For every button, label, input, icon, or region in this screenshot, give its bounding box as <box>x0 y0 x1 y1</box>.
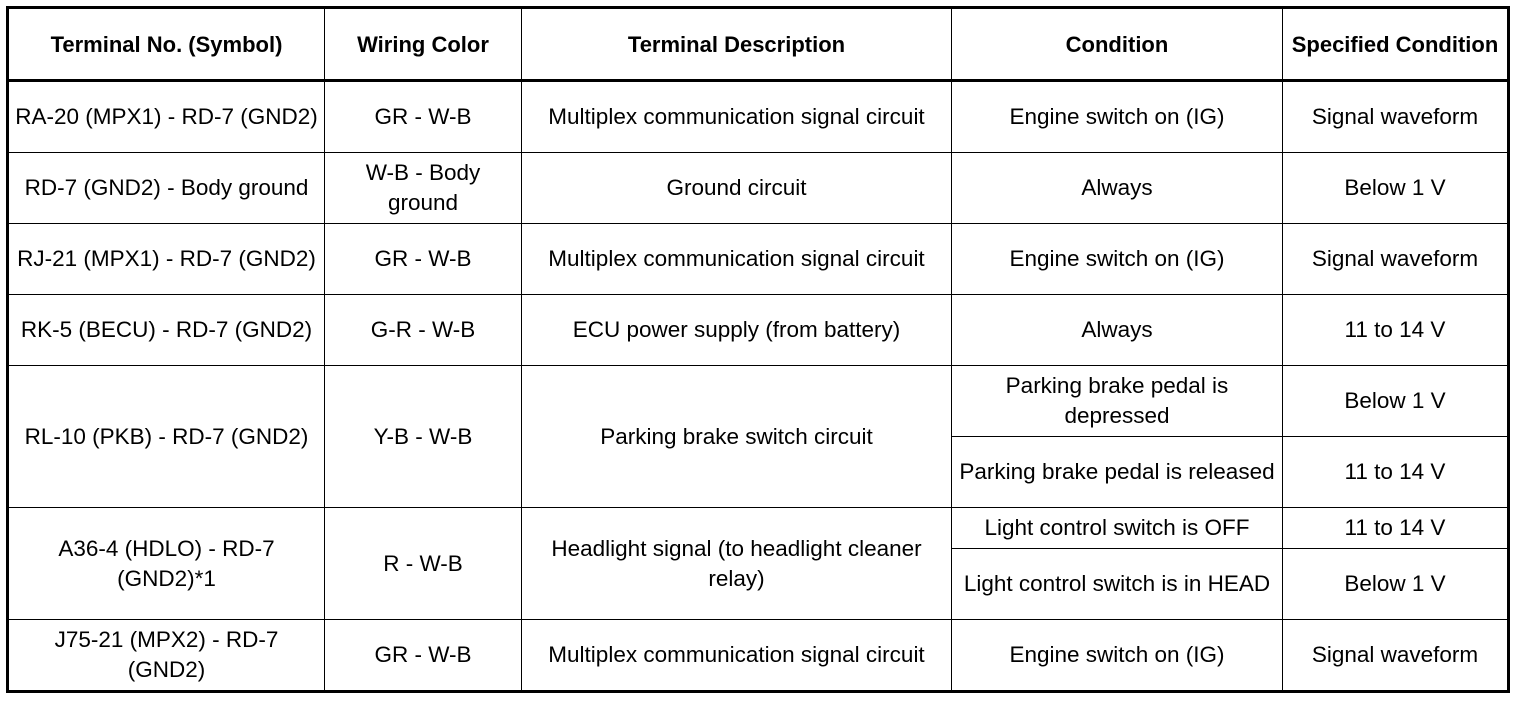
table-row: RL-10 (PKB) - RD-7 (GND2) Y-B - W-B Park… <box>7 365 1509 508</box>
terminal-spec-table-container: Terminal No. (Symbol) Wiring Color Termi… <box>6 6 1510 693</box>
cell-terminal: RA-20 (MPX1) - RD-7 (GND2) <box>7 80 325 153</box>
cell-description: ECU power supply (from battery) <box>521 294 952 366</box>
cell-condition: Always <box>951 294 1283 366</box>
cell-condition: Engine switch on (IG) <box>951 619 1283 692</box>
header-row: Terminal No. (Symbol) Wiring Color Termi… <box>7 7 1509 82</box>
cell-condition: Light control switch is OFF <box>951 507 1283 549</box>
cell-wiring-color: GR - W-B <box>324 80 522 153</box>
cell-condition: Always <box>951 152 1283 224</box>
cell-terminal: A36-4 (HDLO) - RD-7 (GND2)*1 <box>7 507 325 620</box>
cell-terminal: RJ-21 (MPX1) - RD-7 (GND2) <box>7 223 325 295</box>
cell-wiring-color: GR - W-B <box>324 223 522 295</box>
table-row: RJ-21 (MPX1) - RD-7 (GND2) GR - W-B Mult… <box>7 223 1509 295</box>
header-condition: Condition <box>951 7 1283 82</box>
cell-terminal: RK-5 (BECU) - RD-7 (GND2) <box>7 294 325 366</box>
cell-terminal: J75-21 (MPX2) - RD-7 (GND2) <box>7 619 325 692</box>
table-row: RA-20 (MPX1) - RD-7 (GND2) GR - W-B Mult… <box>7 80 1509 153</box>
cell-specified-condition: Signal waveform <box>1282 619 1509 692</box>
cell-specified-condition: Below 1 V <box>1282 548 1509 620</box>
cell-description: Headlight signal (to headlight cleaner r… <box>521 507 952 620</box>
cell-specified-condition: 11 to 14 V <box>1282 294 1509 366</box>
cell-terminal: RD-7 (GND2) - Body ground <box>7 152 325 224</box>
cell-wiring-color: G-R - W-B <box>324 294 522 366</box>
table-subrow: Parking brake pedal is released 11 to 14… <box>8 436 1509 508</box>
cell-wiring-color: W-B - Body ground <box>324 152 522 224</box>
cell-specified-condition: Signal waveform <box>1282 80 1509 153</box>
terminal-spec-table: Terminal No. (Symbol) Wiring Color Termi… <box>6 6 1510 693</box>
table-row: A36-4 (HDLO) - RD-7 (GND2)*1 R - W-B Hea… <box>7 507 1509 620</box>
cell-wiring-color: R - W-B <box>324 507 522 620</box>
header-terminal-description: Terminal Description <box>521 7 952 82</box>
cell-specified-condition: Signal waveform <box>1282 223 1509 295</box>
cell-condition: Parking brake pedal is depressed <box>951 365 1283 437</box>
table-row: RD-7 (GND2) - Body ground W-B - Body gro… <box>7 152 1509 224</box>
table-row: J75-21 (MPX2) - RD-7 (GND2) GR - W-B Mul… <box>7 619 1509 692</box>
cell-condition: Engine switch on (IG) <box>951 223 1283 295</box>
cell-condition: Engine switch on (IG) <box>951 80 1283 153</box>
header-terminal: Terminal No. (Symbol) <box>7 7 325 82</box>
cell-terminal: RL-10 (PKB) - RD-7 (GND2) <box>7 365 325 508</box>
header-specified-condition: Specified Condition <box>1282 7 1509 82</box>
cell-description: Multiplex communication signal circuit <box>521 80 952 153</box>
cell-specified-condition: 11 to 14 V <box>1282 436 1509 508</box>
cell-specified-condition: Below 1 V <box>1282 152 1509 224</box>
cell-condition: Parking brake pedal is released <box>951 436 1283 508</box>
cell-specified-condition: Below 1 V <box>1282 365 1509 437</box>
header-wiring-color: Wiring Color <box>324 7 522 82</box>
cell-specified-condition: 11 to 14 V <box>1282 507 1509 549</box>
cell-condition: Light control switch is in HEAD <box>951 548 1283 620</box>
cell-description: Multiplex communication signal circuit <box>521 619 952 692</box>
cell-description: Ground circuit <box>521 152 952 224</box>
table-row: RK-5 (BECU) - RD-7 (GND2) G-R - W-B ECU … <box>7 294 1509 366</box>
cell-wiring-color: Y-B - W-B <box>324 365 522 508</box>
cell-description: Parking brake switch circuit <box>521 365 952 508</box>
cell-wiring-color: GR - W-B <box>324 619 522 692</box>
cell-description: Multiplex communication signal circuit <box>521 223 952 295</box>
